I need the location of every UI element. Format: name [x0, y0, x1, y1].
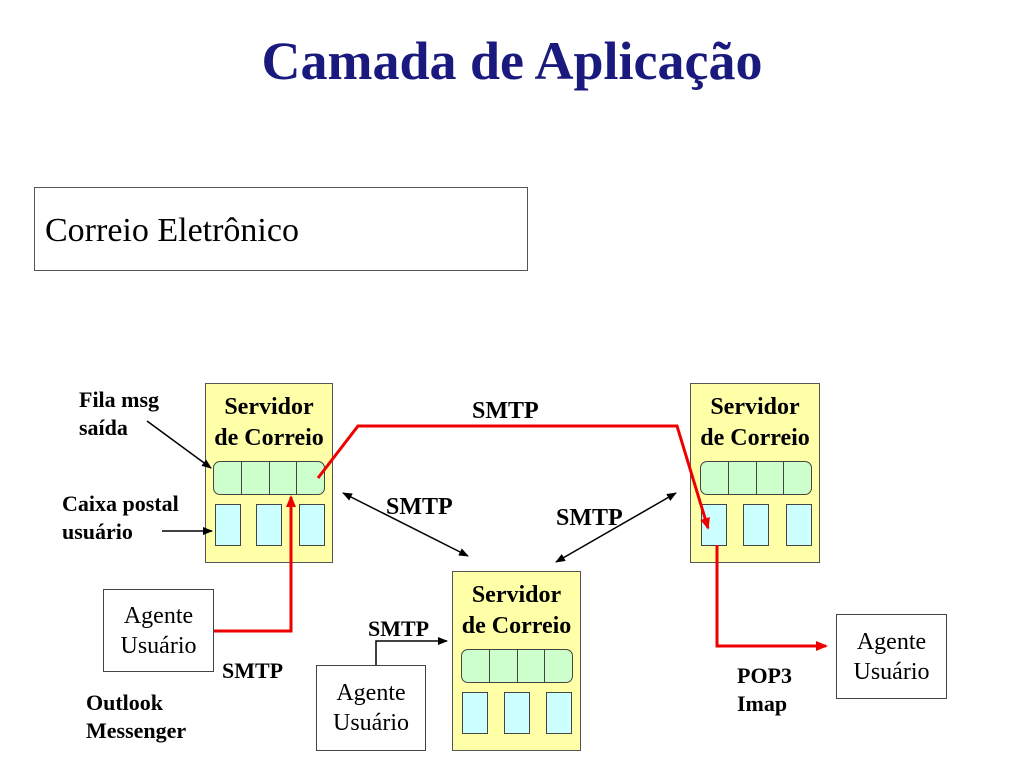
smtp-arrow-left — [342, 492, 469, 557]
clients-label: Outlook Messenger — [86, 690, 187, 743]
mail-server-right-label: Servidor de Correio — [700, 394, 810, 451]
flow-queue-to-remote — [316, 424, 710, 530]
queue-pointer-line — [146, 420, 212, 469]
mail-server-center: Servidor de Correio — [452, 571, 581, 751]
smtp-arrow-center-agent — [375, 637, 448, 665]
mailbox-left-2 — [256, 504, 282, 546]
smtp-label-top: SMTP — [472, 398, 539, 424]
slide-title: Camada de Aplicação — [261, 31, 763, 91]
flow-agent-to-queue — [214, 495, 296, 633]
mailbox-left-1 — [215, 504, 241, 546]
user-agent-left: Agente Usuário — [103, 589, 214, 672]
mailbox-left-3 — [299, 504, 325, 546]
pop-imap-label: POP3 Imap — [737, 663, 792, 716]
mailbox-right-2 — [743, 504, 769, 546]
subtitle-text: Correio Eletrônico — [45, 212, 299, 249]
mailbox-center-3 — [546, 692, 572, 734]
mailbox-center-2 — [504, 692, 530, 734]
outgoing-queue-center — [461, 649, 573, 683]
mailbox-label: Caixa postal usuário — [62, 491, 179, 544]
smtp-label-center-agent: SMTP — [368, 616, 430, 641]
mailbox-center-1 — [462, 692, 488, 734]
mail-server-right: Servidor de Correio — [690, 383, 820, 563]
user-agent-center: Agente Usuário — [316, 665, 426, 751]
subtitle-box: Correio Eletrônico — [34, 187, 528, 271]
mail-server-center-label: Servidor de Correio — [461, 582, 572, 639]
flow-mailbox-to-agent — [715, 545, 828, 651]
user-agent-right: Agente Usuário — [836, 614, 947, 699]
queue-label: Fila msg saída — [79, 387, 160, 440]
outgoing-queue-left — [213, 461, 325, 495]
smtp-label-left-agent: SMTP — [222, 658, 284, 683]
mail-server-left: Servidor de Correio — [205, 383, 333, 563]
outgoing-queue-right — [700, 461, 812, 495]
smtp-arrow-right — [555, 492, 677, 563]
mailbox-right-3 — [786, 504, 812, 546]
mail-server-left-label: Servidor de Correio — [214, 394, 324, 451]
